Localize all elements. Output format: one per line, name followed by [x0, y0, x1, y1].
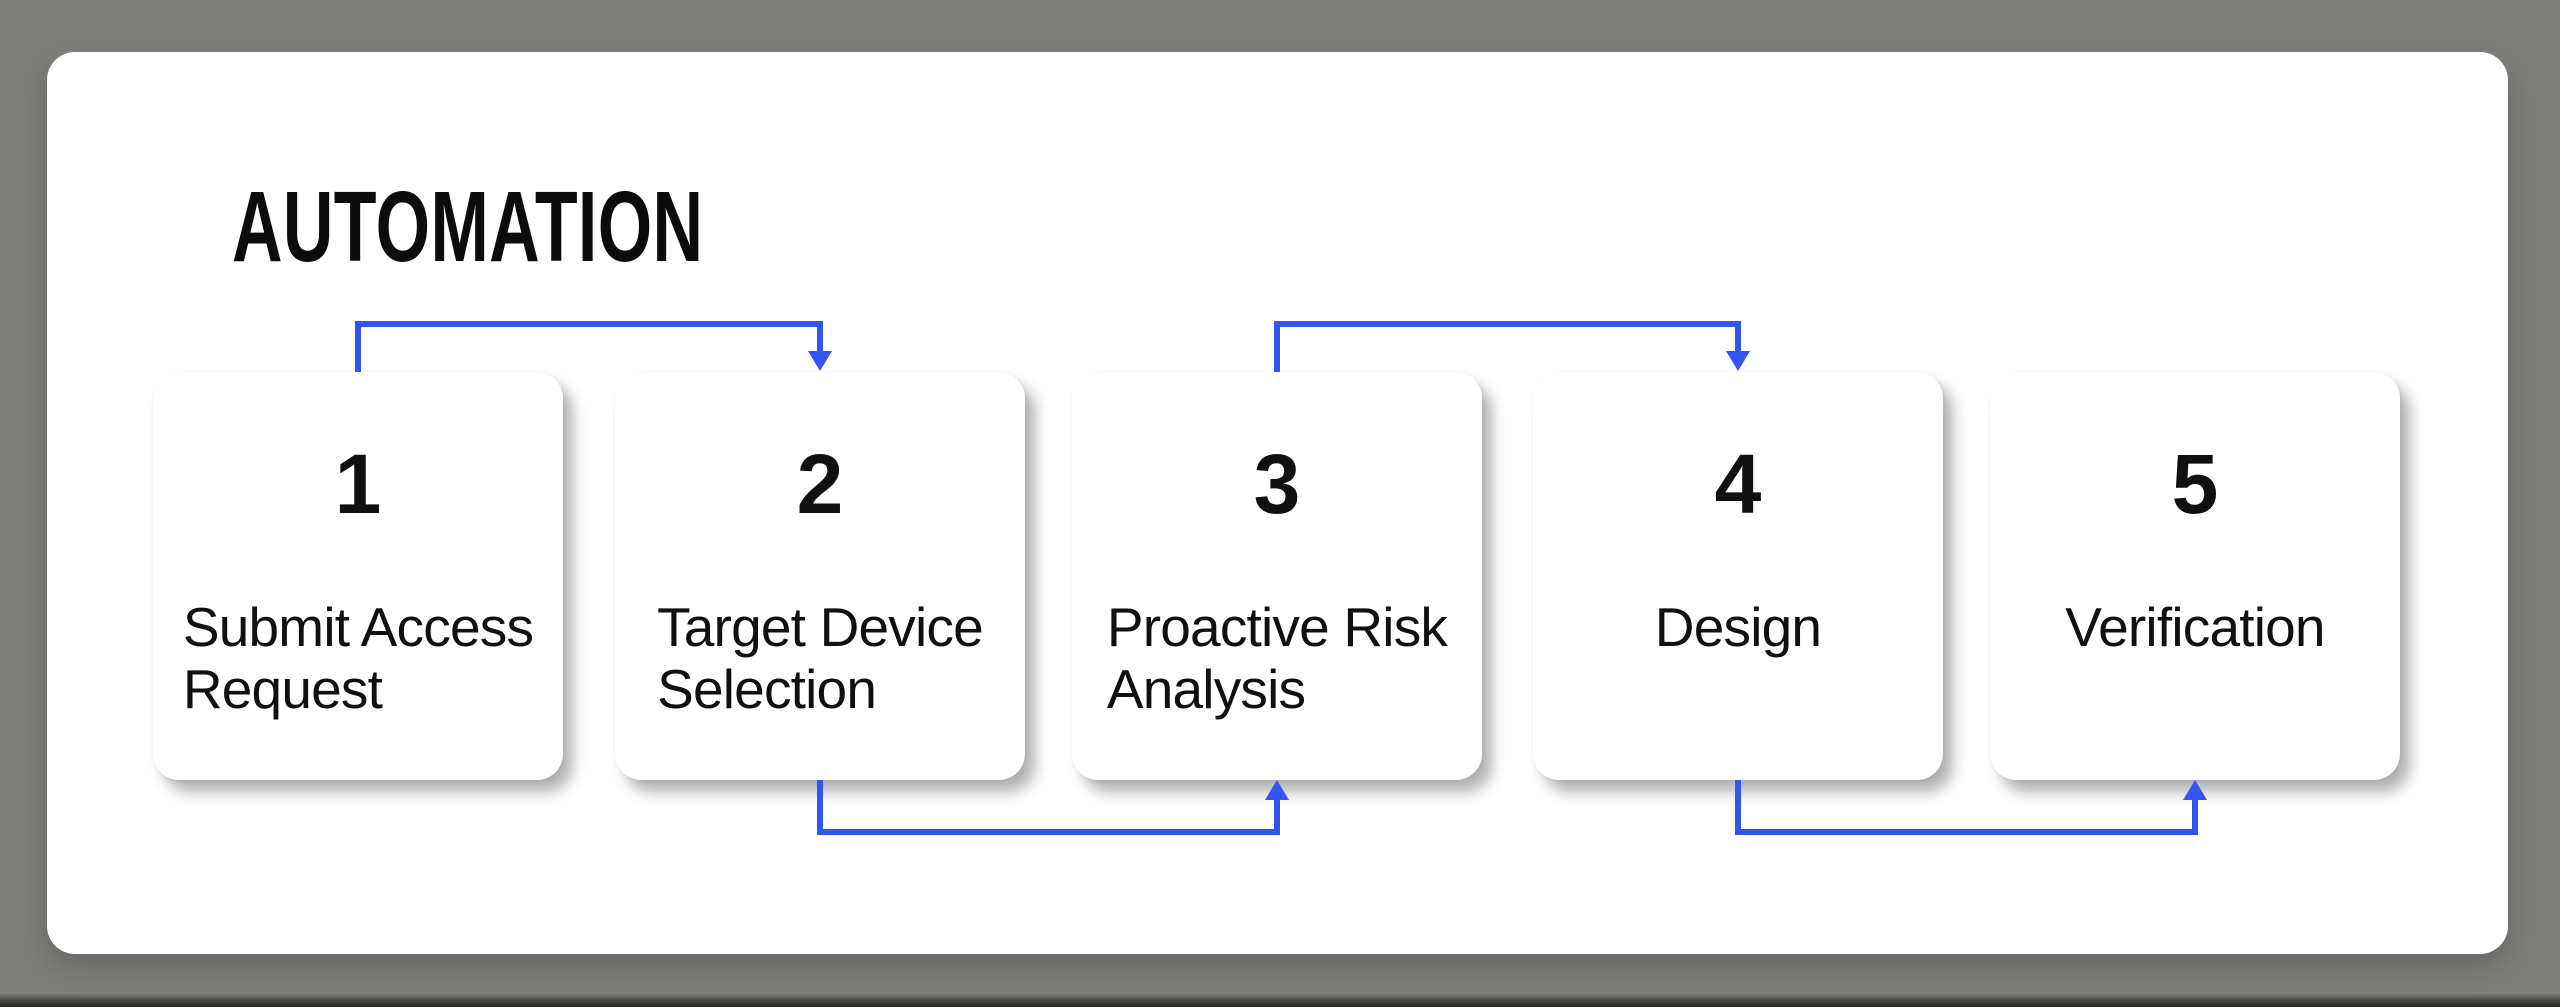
page-title: AUTOMATION: [232, 171, 704, 283]
step-label-line: Verification: [2065, 596, 2325, 658]
step-label: Submit Access Request: [182, 596, 534, 720]
step-label-line: Analysis: [1106, 658, 1306, 720]
step-card-2: 2 Target Device Selection: [615, 372, 1025, 780]
step-label-wrap: Design: [1533, 596, 1943, 658]
step-label-line: Proactive Risk: [1106, 596, 1448, 658]
step-number: 4: [1714, 437, 1762, 531]
connector-3-4-segment: [1274, 321, 1741, 327]
step-number: 1: [334, 437, 382, 531]
connector-1-2-segment: [355, 321, 361, 372]
step-label: Verification: [2065, 596, 2325, 658]
step-card-5: 5 Verification: [1990, 372, 2400, 780]
step-label-line: Request: [182, 658, 383, 720]
step-label-wrap: Verification: [1990, 596, 2400, 658]
step-card-1: 1 Submit Access Request: [153, 372, 563, 780]
step-label: Target Device Selection: [657, 596, 984, 720]
step-number: 2: [796, 437, 844, 531]
step-card-4: 4 Design: [1533, 372, 1943, 780]
connector-1-2-segment: [817, 321, 823, 352]
connector-3-4-segment: [1735, 321, 1741, 352]
connector-2-3-segment: [1274, 800, 1280, 829]
step-number: 5: [2171, 437, 2219, 531]
arrowhead-up-icon: [2183, 780, 2207, 800]
step-card-3: 3 Proactive Risk Analysis: [1072, 372, 1482, 780]
connector-4-5-segment: [1735, 780, 1741, 835]
step-label-line: Design: [1654, 596, 1822, 658]
step-label-wrap: Proactive Risk Analysis: [1072, 596, 1482, 720]
step-label-line: Target Device: [657, 596, 984, 658]
connector-4-5-segment: [1735, 829, 2198, 835]
step-label-wrap: Submit Access Request: [153, 596, 563, 720]
connector-1-2-segment: [355, 321, 823, 327]
screen-bottom-edge-shade: [0, 993, 2560, 1007]
step-label-wrap: Target Device Selection: [615, 596, 1025, 720]
arrowhead-down-icon: [808, 351, 832, 371]
step-number: 3: [1253, 437, 1301, 531]
connector-2-3-segment: [817, 829, 1280, 835]
connector-4-5-segment: [2192, 800, 2198, 829]
step-label-line: Submit Access: [182, 596, 534, 658]
connector-2-3-segment: [817, 780, 823, 835]
arrowhead-down-icon: [1726, 351, 1750, 371]
connector-3-4-segment: [1274, 321, 1280, 372]
step-label: Design: [1654, 596, 1822, 658]
step-label: Proactive Risk Analysis: [1106, 596, 1448, 720]
step-label-line: Selection: [657, 658, 877, 720]
arrowhead-up-icon: [1265, 780, 1289, 800]
